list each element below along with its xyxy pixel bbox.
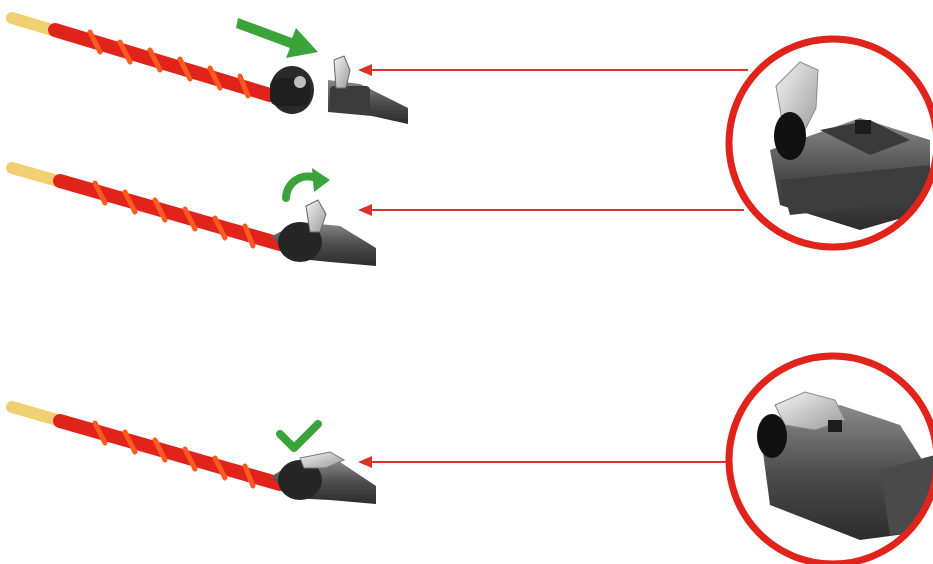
locked-attachment-head — [272, 451, 376, 504]
locked-latch-detail-callout — [725, 352, 933, 564]
pointer-line-step-2 — [358, 204, 744, 216]
open-latch-detail-callout — [725, 35, 933, 251]
arrow-right-icon — [236, 18, 318, 58]
hedge-trimmer-blade — [6, 401, 287, 491]
checkmark-icon — [276, 420, 322, 452]
step-1-illustration — [6, 12, 408, 124]
rotate-arrow-icon — [282, 168, 330, 202]
pointer-line-step-3 — [358, 456, 730, 468]
step-2-illustration — [6, 162, 376, 266]
hedge-trimmer-blade — [6, 162, 287, 251]
coupled-attachment-head — [272, 199, 376, 266]
shaft-coupler-open — [328, 55, 408, 124]
pointer-line-step-1 — [358, 64, 748, 76]
blade-coupling-head — [270, 66, 314, 114]
callout-ring — [725, 352, 933, 564]
hedge-trimmer-blade — [6, 12, 277, 102]
step-3-illustration — [6, 401, 376, 504]
callout-ring — [725, 35, 933, 251]
